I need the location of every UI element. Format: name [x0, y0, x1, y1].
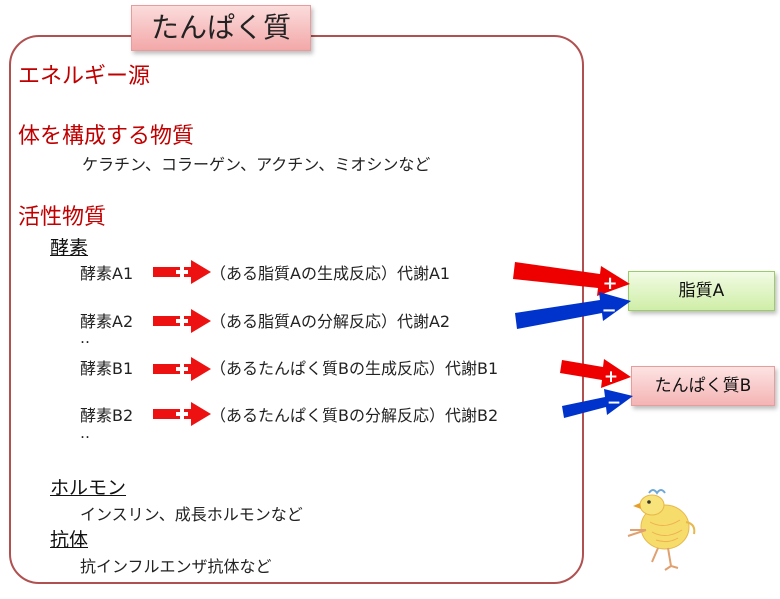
enzyme-b2-label: 酵素B2 [80, 406, 134, 425]
ellipsis-a: ‥ [80, 329, 91, 347]
enzyme-a2-label: 酵素A2 [80, 312, 134, 331]
lipid-a-box: 脂質A [628, 271, 775, 311]
antibody-examples: 抗インフルエンザ抗体など [80, 557, 272, 576]
enzyme-b1-label: 酵素B1 [80, 359, 134, 378]
title-box: たんぱく質 [131, 5, 311, 51]
arrow-a2-decrease: − [515, 292, 631, 329]
minus-sign: − [601, 300, 616, 321]
chick-illustration [627, 489, 696, 571]
arrow-b1-increase: + [560, 359, 631, 388]
plus-sign: + [604, 367, 618, 387]
hormone-examples: インスリン、成長ホルモンなど [80, 505, 303, 524]
plus-arrow-icon [153, 402, 211, 426]
ellipsis-b: ‥ [80, 424, 91, 442]
reaction-a1-label: （ある脂質Aの生成反応）代謝A1 [210, 264, 451, 283]
plus-arrow-icon [153, 260, 211, 284]
energy-heading: エネルギー源 [18, 64, 151, 89]
plus-arrow-icon [153, 357, 211, 381]
active-heading: 活性物質 [18, 205, 107, 230]
antibody-heading: 抗体 [50, 529, 89, 551]
hormone-heading: ホルモン [50, 477, 127, 499]
arrow-a1-increase: + [513, 262, 630, 296]
reaction-a2-label: （ある脂質Aの分解反応）代謝A2 [210, 312, 451, 331]
structure-examples: ケラチン、コラーゲン、アクチン、ミオシンなど [82, 155, 431, 174]
enzyme-a1-label: 酵素A1 [80, 264, 134, 283]
reaction-b1-label: （あるたんぱく質Bの生成反応）代謝B1 [210, 359, 499, 378]
enzyme-heading: 酵素 [50, 237, 89, 259]
minus-sign: − [607, 393, 621, 413]
protein-b-box: たんぱく質B [631, 366, 775, 406]
arrow-b2-decrease: − [562, 389, 633, 418]
reaction-b2-label: （あるたんぱく質Bの分解反応）代謝B2 [210, 406, 499, 425]
plus-sign: + [602, 273, 617, 294]
structure-heading: 体を構成する物質 [18, 124, 195, 149]
protein-roles-frame [9, 35, 584, 584]
plus-arrow-icon [153, 309, 211, 333]
